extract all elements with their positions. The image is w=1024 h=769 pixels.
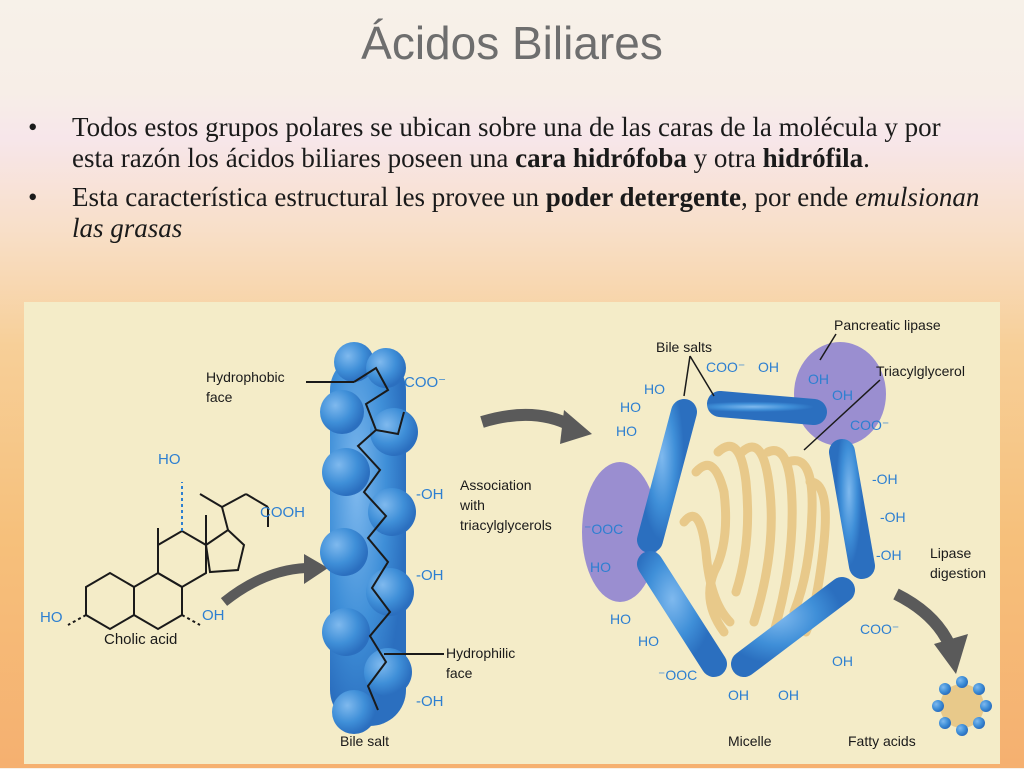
bullet-1-bold-1: cara hidrófoba — [515, 143, 687, 173]
fatty-acid-micelle — [932, 676, 992, 736]
bile-salt-molecule — [320, 342, 418, 734]
triacylglycerol-label: Triacylglycerol — [876, 363, 965, 379]
hydrophobic-label-2: face — [206, 389, 233, 405]
slide-title: Ácidos Biliares — [361, 17, 663, 69]
micelle-oh: OH — [758, 359, 779, 375]
cholic-oh-right: OH — [202, 607, 225, 624]
hydrophilic-label-1: Hydrophilic — [446, 645, 515, 661]
bullet-2: • Esta característica estructural les pr… — [28, 182, 988, 244]
lipase-digestion-label-2: digestion — [930, 565, 986, 581]
bullet-2-italic: emulsionan las grasas — [72, 182, 980, 243]
micelle-oh: OH — [778, 687, 799, 703]
bullet-1-text-2: y otra — [686, 143, 763, 173]
bullet-2-text-2: , por ende — [740, 182, 855, 212]
micelle-label: Micelle — [728, 733, 772, 749]
micelle-oh: OH — [728, 687, 749, 703]
bullet-2-bold: poder detergente — [545, 182, 741, 212]
association-label-3: triacylglycerols — [460, 517, 552, 533]
micelle-ho: HO — [620, 399, 641, 415]
bullet-1-bold-2: hidrófila — [762, 143, 864, 173]
cholic-acid-label: Cholic acid — [104, 631, 177, 648]
association-label-1: Association — [460, 477, 532, 493]
bile-salts-label: Bile salts — [656, 339, 712, 355]
pancreatic-lipase-label: Pancreatic lipase — [834, 317, 941, 333]
bullet-1-text-3: . — [863, 143, 870, 173]
bile-salt-oh-2: -OH — [416, 567, 444, 584]
lipase-pointer — [819, 333, 837, 361]
bile-salts-pointer — [683, 355, 691, 397]
bullet-dot: • — [28, 182, 38, 212]
fatty-acids-label: Fatty acids — [848, 733, 916, 749]
bullet-1-text: Todos estos grupos polares se ubican sob… — [72, 112, 941, 173]
bile-salt-beads — [637, 391, 875, 677]
micelle-coo: COO⁻ — [860, 621, 899, 637]
bile-salt-coo: COO⁻ — [404, 374, 446, 391]
association-label-2: with — [459, 497, 485, 513]
bile-salt-micelle-diagram: HO COOH HO OH Cholic acid Hydrophobic fa… — [24, 302, 1000, 764]
arrow-head-icon — [560, 410, 592, 444]
hydrophobic-label-1: Hydrophobic — [206, 369, 285, 385]
micelle-oh: OH — [832, 387, 853, 403]
micelle-oh: -OH — [872, 471, 898, 487]
bullet-2-text: Esta característica estructural les prov… — [72, 182, 546, 212]
hydrophilic-label-2: face — [446, 665, 473, 681]
cholic-cooh: COOH — [260, 504, 305, 521]
micelle-ho: HO — [644, 381, 665, 397]
micelle-oh: -OH — [876, 547, 902, 563]
arrow-head-icon — [304, 554, 328, 584]
triacylglycerol-core — [679, 441, 830, 637]
cholic-acid-structure — [67, 482, 269, 631]
micelle-ho: HO — [590, 559, 611, 575]
micelle-ooc: ⁻OOC — [584, 521, 623, 537]
bullet-list: • Todos estos grupos polares se ubican s… — [28, 112, 988, 252]
micelle-ooc: ⁻OOC — [658, 667, 697, 683]
micelle-ho: HO — [610, 611, 631, 627]
bile-salt-label: Bile salt — [340, 733, 389, 749]
arrow-icon — [220, 563, 307, 606]
micelle-oh: OH — [832, 653, 853, 669]
micelle-ho: HO — [616, 423, 637, 439]
lipase-digestion-label-1: Lipase — [930, 545, 971, 561]
micelle-coo: COO⁻ — [850, 417, 889, 433]
arrow-head-icon — [934, 634, 968, 674]
cholic-ho-left: HO — [40, 609, 63, 626]
bullet-dot: • — [28, 112, 38, 142]
bullet-1: • Todos estos grupos polares se ubican s… — [28, 112, 988, 174]
cholic-ho-top: HO — [158, 451, 181, 468]
micelle-coo: COO⁻ — [706, 359, 745, 375]
bile-salt-oh-3: -OH — [416, 693, 444, 710]
micelle-oh: -OH — [880, 509, 906, 525]
triacylglycerol-pointer — [803, 379, 881, 451]
micelle-ho: HO — [638, 633, 659, 649]
bile-salts-pointer — [689, 355, 715, 397]
micelle-oh: OH — [808, 371, 829, 387]
micelle — [582, 342, 886, 677]
bile-salt-oh-1: -OH — [416, 486, 444, 503]
